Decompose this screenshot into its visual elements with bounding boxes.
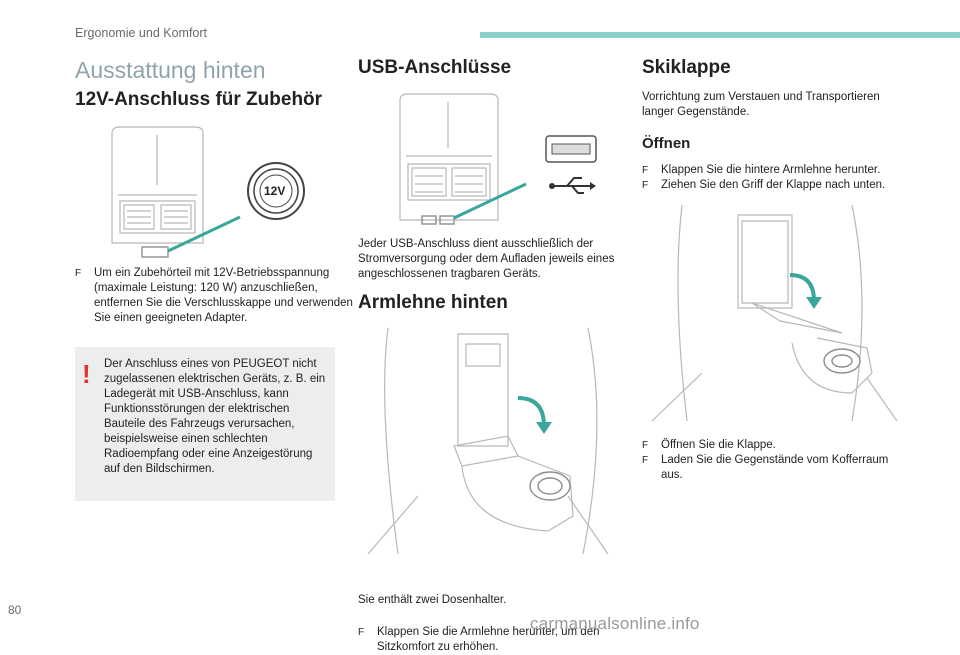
heading-12v-socket: 12V-Anschluss für Zubehör bbox=[75, 89, 323, 110]
open-steps-bottom: Öffnen Sie die Klappe. Laden Sie die Geg… bbox=[642, 438, 912, 483]
illustration-armrest bbox=[367, 327, 609, 555]
ski-hatch-intro: Vorrichtung zum Verstauen und Transporti… bbox=[642, 91, 880, 118]
illustration-12v-socket bbox=[111, 126, 305, 258]
warning-box: ! Der Anschluss eines von PEUGEOT nicht … bbox=[75, 347, 335, 501]
header-accent-bar bbox=[480, 32, 960, 38]
usb-description: Jeder USB-Anschluss dient ausschließlich… bbox=[358, 238, 615, 280]
heading-armrest: Armlehne hinten bbox=[358, 292, 508, 313]
warning-icon: ! bbox=[82, 359, 91, 389]
open-steps-top: Klappen Sie die hintere Armlehne herunte… bbox=[642, 163, 912, 193]
section-label: Ergonomie und Komfort bbox=[75, 26, 208, 40]
open-step-4: Laden Sie die Gegenstände vom Kofferraum… bbox=[642, 453, 912, 483]
illustration-usb-ports bbox=[399, 93, 597, 225]
open-step-2: Ziehen Sie den Griff der Klappe nach unt… bbox=[642, 178, 912, 193]
heading-open: Öffnen bbox=[642, 135, 691, 152]
open-step-1: Klappen Sie die hintere Armlehne herunte… bbox=[642, 163, 912, 178]
page-number: 80 bbox=[8, 603, 22, 617]
socket-label: 12V bbox=[264, 184, 286, 198]
warning-text: Der Anschluss eines von PEUGEOT nicht zu… bbox=[104, 358, 326, 475]
heading-usb: USB-Anschlüsse bbox=[358, 57, 512, 78]
heading-ski-hatch: Skiklappe bbox=[642, 57, 731, 78]
page-title: Ausstattung hinten bbox=[75, 57, 266, 83]
bullet-12v-instructions: Um ein Zubehörteil mit 12V-Betriebsspann… bbox=[75, 266, 356, 326]
watermark: carmanualsonline.info bbox=[530, 614, 700, 633]
open-step-3: Öffnen Sie die Klappe. bbox=[642, 438, 912, 453]
illustration-ski-hatch bbox=[651, 204, 898, 422]
armrest-cupholders: Sie enthält zwei Dosenhalter. bbox=[358, 594, 507, 606]
